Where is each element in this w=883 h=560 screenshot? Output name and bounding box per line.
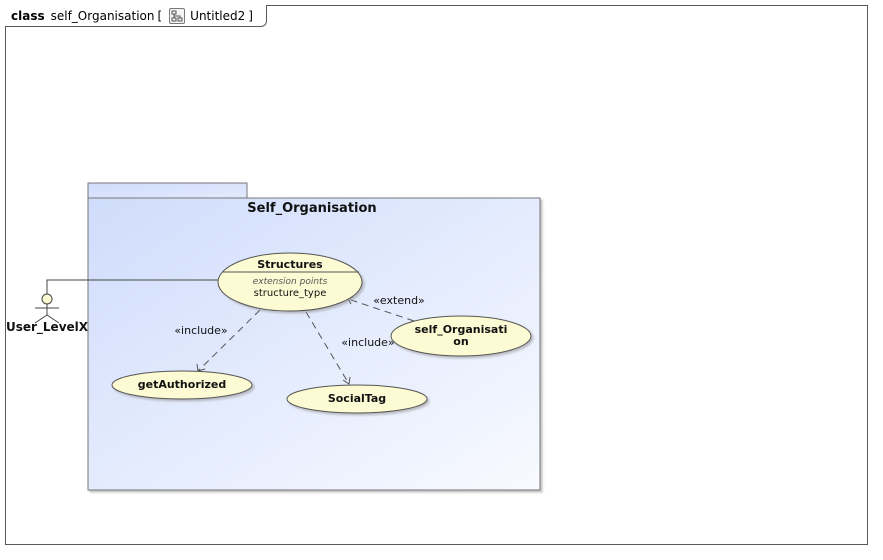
frame-keyword: class [11,8,45,23]
extend-label: «extend» [373,294,425,307]
use-case-getauthorized-ellipse [111,370,253,400]
use-case-getauthorized-name: getAuthorized [138,378,227,391]
include-socialtag-arrowhead [342,376,351,385]
use-case-self-organisation-name-line2: on [453,335,468,348]
include-getauthorized-line[interactable] [197,309,261,372]
frame-header: class self_Organisation [ Untitled2 ] [5,5,267,27]
use-case-socialtag[interactable]: SocialTag [286,384,428,414]
frame-close-bracket: ] [248,8,253,23]
use-case-structures[interactable]: Structures extension points structure_ty… [217,252,363,312]
use-case-self-organisation-name-line1: self_Organisati [415,323,508,336]
stick-figure-icon [34,293,60,324]
package-tab [87,182,248,199]
use-case-socialtag-name: SocialTag [328,392,386,405]
use-case-self-organisation-ellipse [390,315,532,357]
diagram-name: Untitled2 [190,8,246,23]
actor-user-levelx[interactable]: User_LevelX [6,293,89,335]
use-case-structures-name: Structures [257,258,323,271]
use-case-socialtag-ellipse [286,384,428,414]
use-case-getauthorized[interactable]: getAuthorized [111,370,253,400]
package-name: Self_Organisation [247,201,376,216]
frame-open-bracket: [ [157,8,163,23]
frame-name: self_Organisation [50,8,155,23]
include-socialtag-line[interactable] [305,311,350,385]
diagram-icon [169,7,186,24]
actor-name: User_LevelX [6,320,89,335]
extension-point-structure-type: structure_type [254,288,327,299]
include-label-getauthorized: «include» [174,324,227,337]
use-case-structures-ellipse [217,252,363,312]
include-label-socialtag: «include» [341,336,394,349]
association-line[interactable] [46,279,219,294]
extension-points-label: extension points [253,277,328,287]
use-case-self-organisation[interactable]: self_Organisati on [390,315,532,357]
